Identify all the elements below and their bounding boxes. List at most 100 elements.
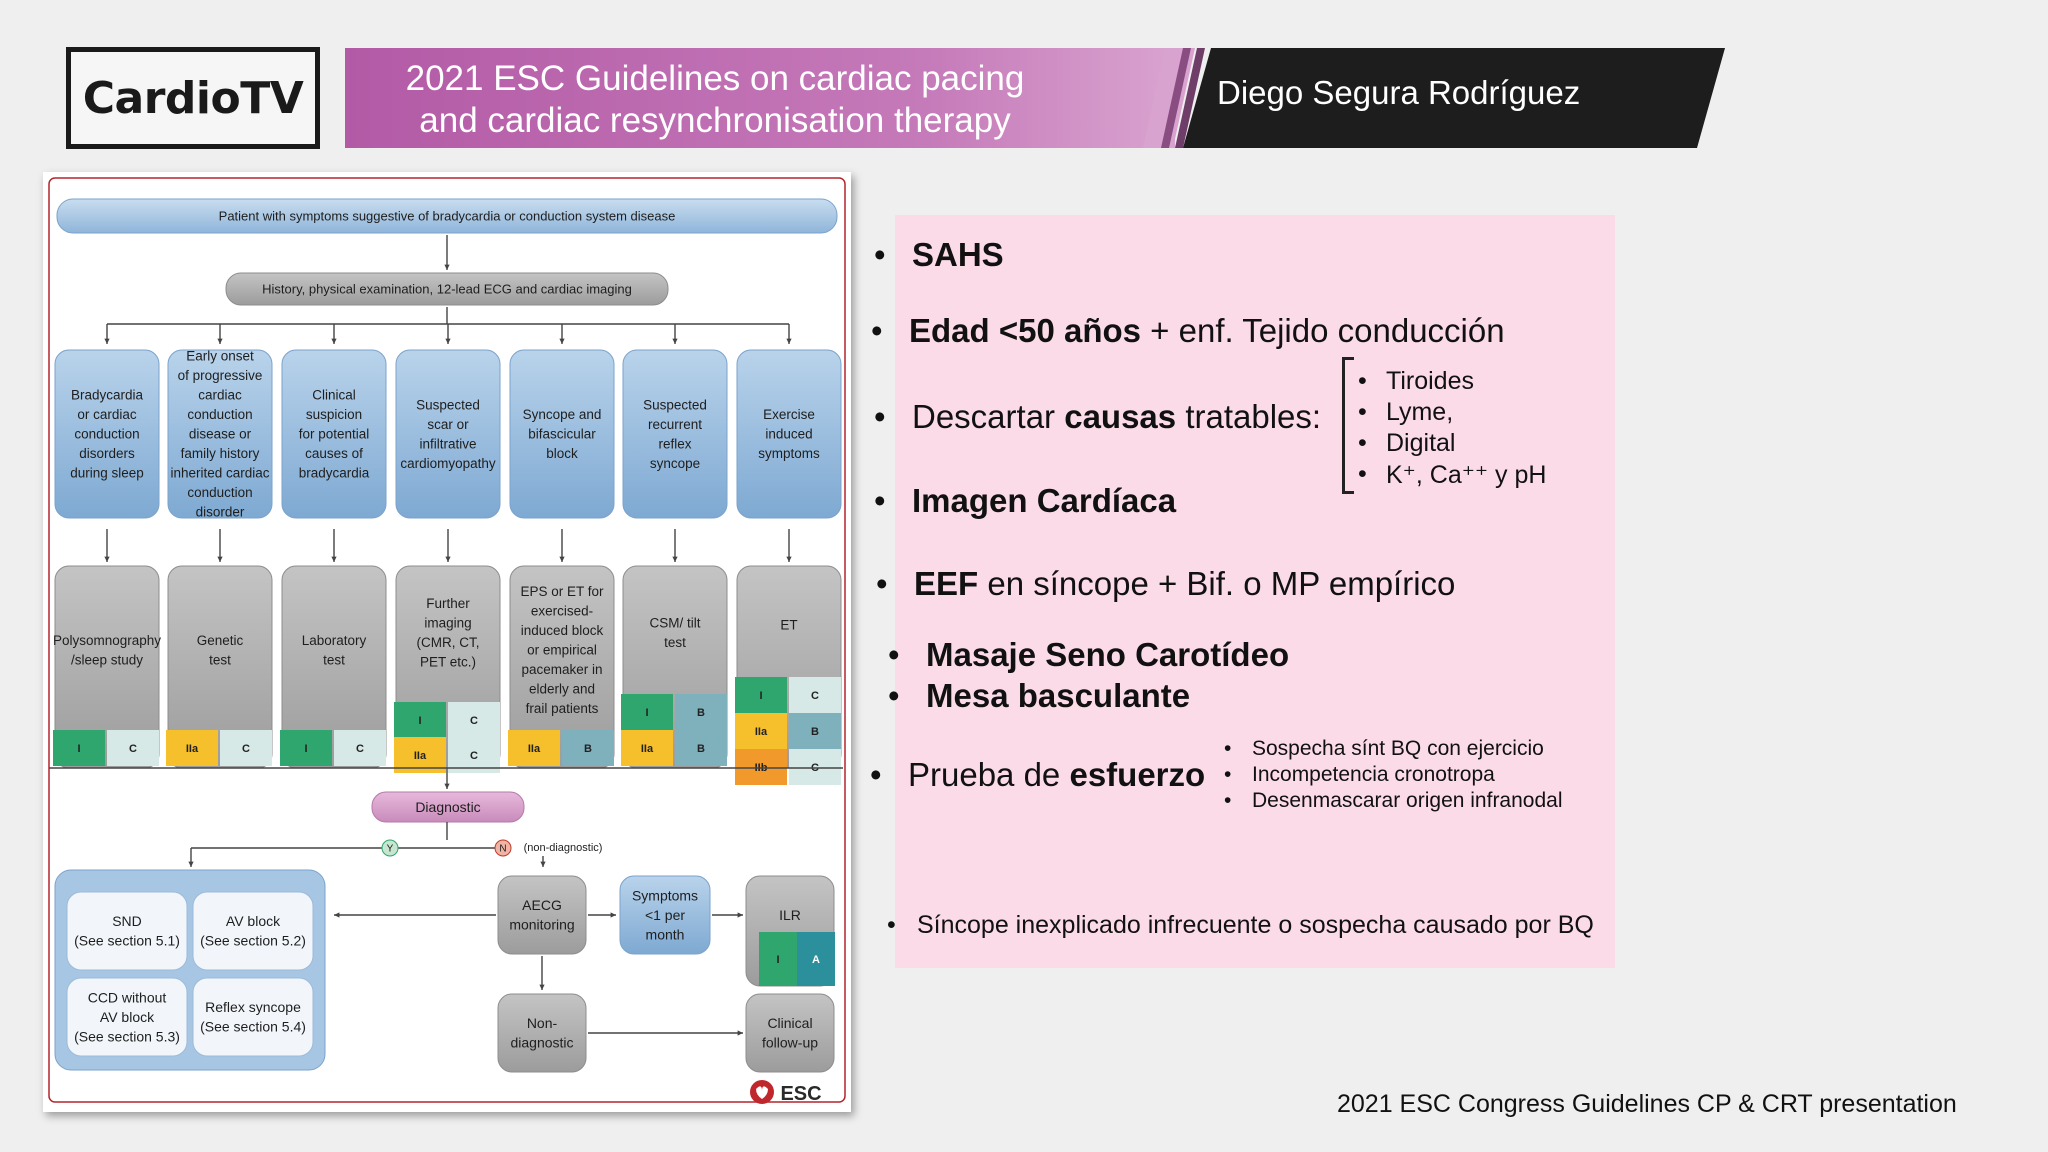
descartar-pre: Descartar bbox=[912, 398, 1065, 435]
symptoms-box bbox=[619, 875, 711, 955]
grade-label: C bbox=[470, 715, 478, 727]
grade-label: IIa bbox=[755, 726, 768, 738]
grade-cell bbox=[621, 694, 673, 730]
arrowhead bbox=[104, 556, 110, 562]
yes-circle bbox=[381, 839, 399, 857]
condition-box bbox=[54, 349, 160, 519]
ilr-text: ILR bbox=[779, 907, 801, 923]
prueba-item: •Sospecha sínt BQ con ejercicio bbox=[1224, 737, 1544, 760]
arrowhead bbox=[217, 556, 223, 562]
test-text: Polysomnography/sleep study bbox=[53, 633, 161, 668]
condition-box bbox=[736, 349, 842, 519]
grade-label: C bbox=[356, 743, 364, 755]
grade-cell bbox=[789, 749, 841, 785]
grade-cell bbox=[334, 730, 386, 766]
eef-bold: EEF bbox=[914, 565, 979, 602]
bullet-mesa: • Mesa basculante bbox=[888, 677, 1191, 714]
test-text: ET bbox=[780, 618, 797, 633]
clinical-box bbox=[745, 993, 835, 1073]
figure-frame bbox=[48, 177, 846, 1103]
arrowhead bbox=[672, 338, 678, 344]
grade-cell bbox=[759, 932, 797, 986]
arrowhead bbox=[188, 861, 194, 867]
outcome-box bbox=[192, 977, 314, 1057]
presenter-name: Diego Segura Rodríguez bbox=[1217, 74, 1581, 111]
esc-logo-text: ESC bbox=[780, 1083, 821, 1105]
arrowhead bbox=[539, 984, 545, 990]
title-line-1: 2021 ESC Guidelines on cardiac pacing bbox=[405, 59, 1025, 98]
edad-rest: + enf. Tejido conducción bbox=[1141, 312, 1505, 349]
footer-text: 2021 ESC Congress Guidelines CP & CRT pr… bbox=[1337, 1090, 1957, 1118]
mesa-text: Mesa basculante bbox=[926, 677, 1191, 714]
arrowhead bbox=[445, 556, 451, 562]
arrowhead bbox=[331, 338, 337, 344]
yes-label: Y bbox=[387, 844, 394, 855]
condition-box bbox=[281, 349, 387, 519]
grade-cell bbox=[675, 694, 727, 730]
grade-label: IIa bbox=[641, 743, 654, 755]
arrowhead bbox=[445, 338, 451, 344]
grade-label: B bbox=[584, 743, 592, 755]
prueba-bold: esfuerzo bbox=[1069, 756, 1206, 793]
condition-box bbox=[622, 349, 728, 519]
condition-box bbox=[167, 349, 273, 519]
outcome-text: AV block(See section 5.2) bbox=[200, 913, 306, 949]
grade-label: C bbox=[242, 743, 250, 755]
condition-box bbox=[395, 349, 501, 519]
prueba-pre: Prueba de bbox=[908, 756, 1070, 793]
title-line-2: and cardiac resynchronisation therapy bbox=[419, 101, 1011, 140]
prueba-item: •Incompetencia cronotropa bbox=[1224, 763, 1495, 786]
grade-label: I bbox=[776, 954, 779, 966]
flowchart-svg: Patient with symptoms suggestive of brad… bbox=[48, 177, 846, 1105]
grade-cell bbox=[735, 749, 787, 785]
grade-label: IIa bbox=[414, 750, 427, 762]
grade-label: B bbox=[697, 707, 705, 719]
descartar-bold: causas bbox=[1064, 398, 1177, 435]
grade-cell bbox=[107, 730, 159, 766]
arrowhead bbox=[104, 338, 110, 344]
history-box-text: History, physical examination, 12-lead E… bbox=[262, 282, 632, 297]
condition-box bbox=[509, 349, 615, 519]
sincope-text: Síncope inexplicado infrecuente o sospec… bbox=[917, 911, 1594, 939]
grade-label: IIa bbox=[186, 743, 199, 755]
descartar-post: tratables: bbox=[1176, 398, 1322, 435]
bullet-sincope: • Síncope inexplicado infrecuente o sosp… bbox=[887, 911, 1594, 939]
grade-cell bbox=[280, 730, 332, 766]
arrowhead bbox=[331, 556, 337, 562]
bullet-masaje: • Masaje Seno Carotídeo bbox=[888, 636, 1290, 673]
bullet-descartar: • Descartar causas tratables: bbox=[874, 398, 1322, 435]
arrowhead bbox=[737, 1030, 743, 1036]
bullet-edad: • Edad <50 años + enf. Tejido conducción bbox=[871, 312, 1505, 349]
bullet-sahs: • SAHS bbox=[874, 236, 1004, 273]
grade-label: C bbox=[129, 743, 137, 755]
grade-cell bbox=[508, 730, 560, 766]
history-box bbox=[225, 272, 669, 306]
arrowhead bbox=[786, 556, 792, 562]
diagnostic-box bbox=[371, 791, 525, 823]
non-diagnostic-box bbox=[497, 993, 587, 1073]
grade-cell bbox=[448, 737, 500, 773]
imagen-text: Imagen Cardíaca bbox=[912, 482, 1177, 519]
aecg-box bbox=[497, 875, 587, 955]
causes-brace bbox=[1342, 357, 1354, 494]
eef-rest: en síncope + Bif. o MP empírico bbox=[978, 565, 1456, 602]
title-banner-graphic bbox=[345, 48, 1725, 148]
grade-cell bbox=[448, 702, 500, 738]
arrowhead bbox=[217, 338, 223, 344]
bullet-eef: • EEF en síncope + Bif. o MP empírico bbox=[876, 565, 1456, 602]
diagnostic-text: Diagnostic bbox=[415, 799, 480, 815]
grade-label: I bbox=[418, 715, 421, 727]
edad-bold: Edad <50 años bbox=[909, 312, 1142, 349]
arrowhead bbox=[610, 912, 616, 918]
